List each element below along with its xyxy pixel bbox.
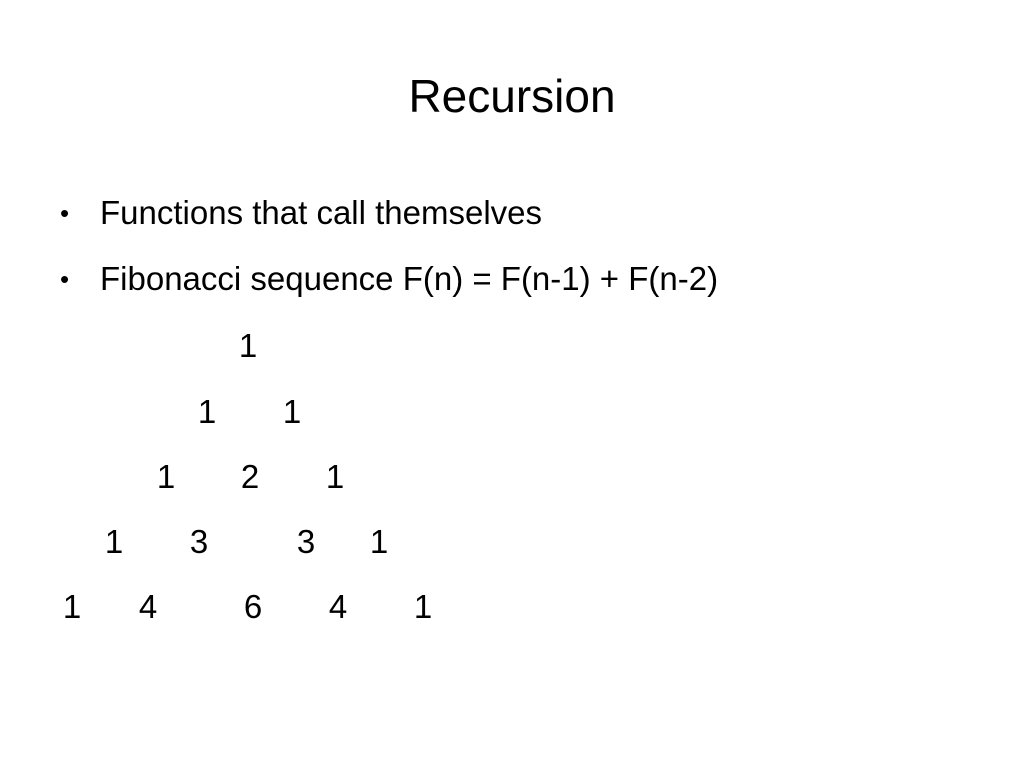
bullet-dot-icon: • <box>60 263 70 294</box>
bullet-item: • Functions that call themselves <box>60 189 542 237</box>
triangle-row: 1 1 <box>0 392 1024 432</box>
triangle-value: 1 <box>282 393 302 430</box>
triangle-value: 3 <box>189 523 209 560</box>
triangle-value: 1 <box>238 327 258 364</box>
bullet-text: Functions that call themselves <box>100 194 543 231</box>
triangle-row: 1 2 1 <box>0 457 1024 497</box>
triangle-value: 1 <box>369 523 389 560</box>
triangle-value: 1 <box>413 588 433 625</box>
triangle-value: 4 <box>138 588 158 625</box>
triangle-value: 1 <box>197 393 217 430</box>
triangle-value: 4 <box>328 588 348 625</box>
triangle-value: 1 <box>104 523 124 560</box>
triangle-row: 1 3 3 1 <box>0 522 1024 562</box>
triangle-value: 2 <box>240 458 260 495</box>
triangle-value: 6 <box>243 588 263 625</box>
triangle-value: 1 <box>156 458 176 495</box>
triangle-value: 1 <box>325 458 345 495</box>
triangle-value: 3 <box>296 523 316 560</box>
bullet-text: Fibonacci sequence F(n) = F(n-1) + F(n-2… <box>100 260 719 297</box>
triangle-row: 1 <box>0 326 1024 366</box>
bullet-item: • Fibonacci sequence F(n) = F(n-1) + F(n… <box>60 255 718 303</box>
triangle-value: 1 <box>62 588 82 625</box>
triangle-row: 1 4 6 4 1 <box>0 587 1024 627</box>
slide-title: Recursion <box>408 70 616 122</box>
bullet-dot-icon: • <box>60 197 70 228</box>
